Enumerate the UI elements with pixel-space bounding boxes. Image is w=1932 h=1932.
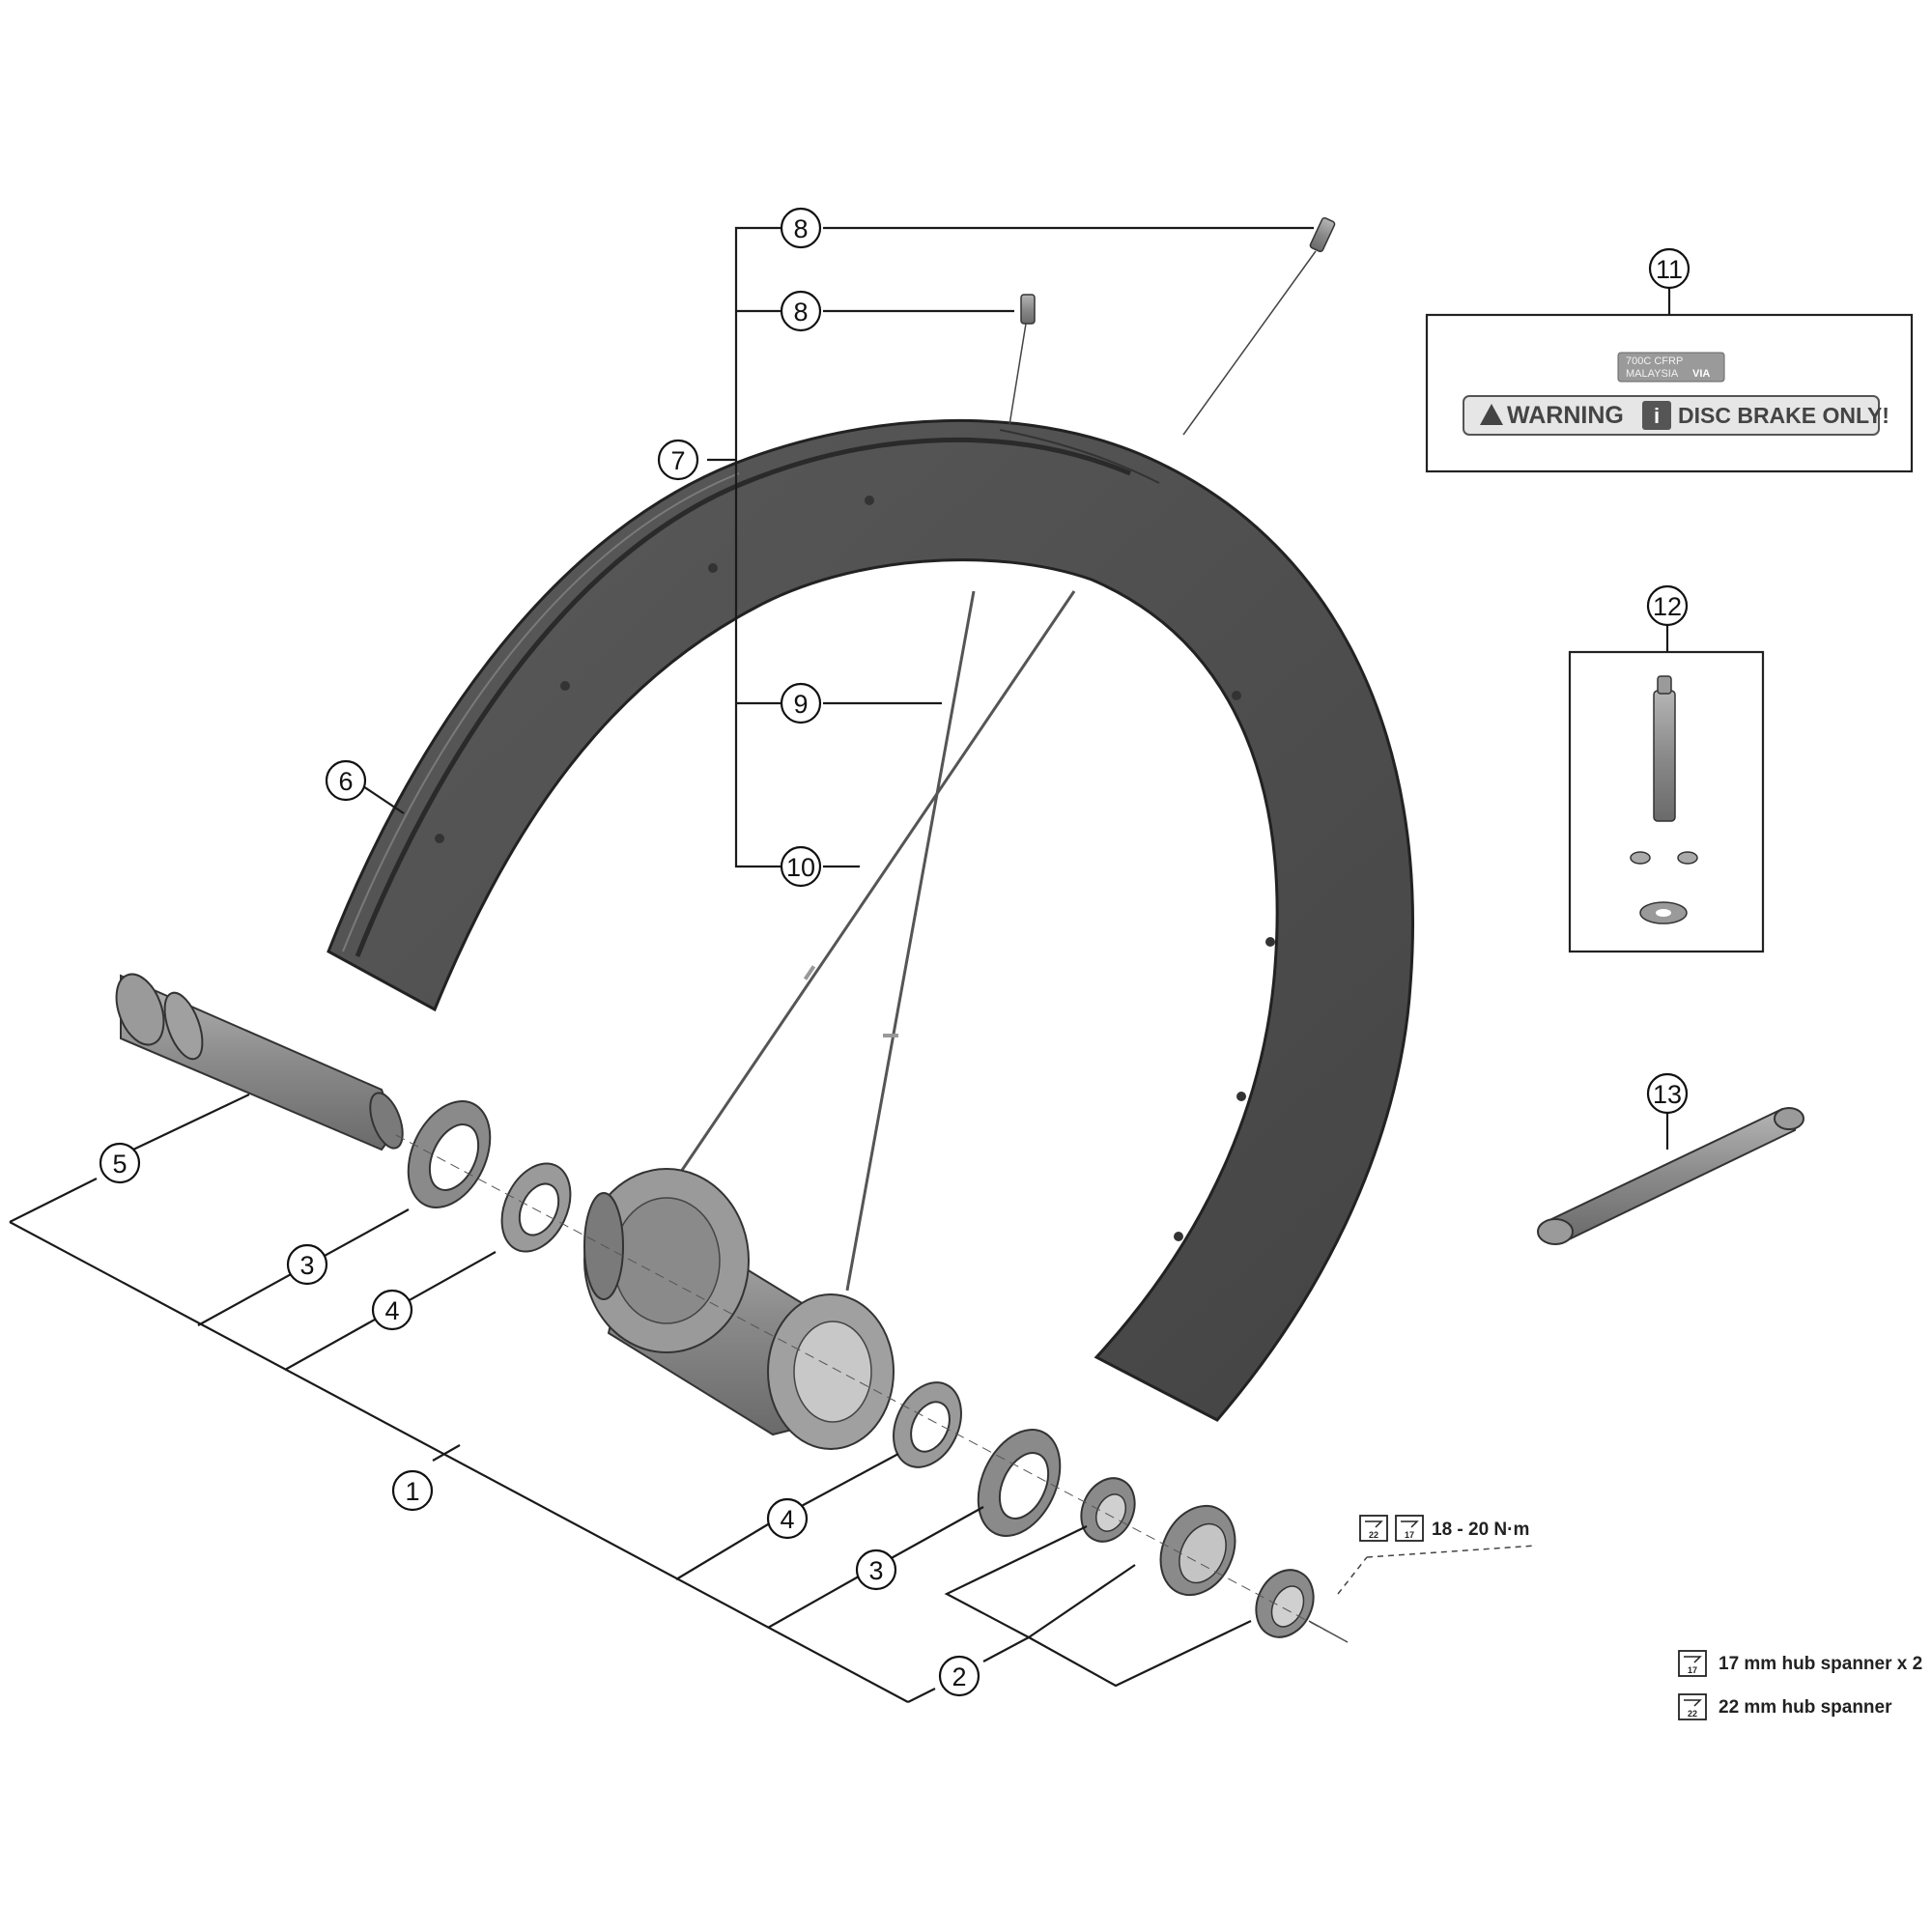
callout-5-label: 5 <box>112 1150 127 1179</box>
callout-9-label: 9 <box>793 690 808 719</box>
callout-12: 12 <box>1646 584 1689 627</box>
callout-4-right-label: 4 <box>780 1505 794 1534</box>
callout-5: 5 <box>99 1142 141 1184</box>
decal-info: i <box>1654 404 1660 428</box>
callout-1-label: 1 <box>405 1477 419 1506</box>
callout-2: 2 <box>938 1655 980 1697</box>
hub-body <box>583 1168 895 1450</box>
legend-item-17mm: 17 17 mm hub spanner x 2 <box>1678 1650 1922 1677</box>
callout-11-label: 11 <box>1656 255 1683 284</box>
callout-3-left-label: 3 <box>299 1251 314 1280</box>
decal-warning: WARNING <box>1507 402 1624 429</box>
callout-12-label: 12 <box>1653 592 1682 621</box>
tool-17-icon: 17 <box>1395 1515 1424 1542</box>
callout-8-mid-label: 8 <box>793 298 808 327</box>
torque-value: 18 - 20 N·m <box>1432 1520 1529 1540</box>
valve-o-ring-right <box>1677 851 1698 865</box>
leader-lines <box>9 226 1671 1703</box>
callout-10: 10 <box>780 845 822 888</box>
rim <box>327 418 1414 1422</box>
decal-line-2: MALAYSIA <box>1626 368 1679 380</box>
tool-legend: 17 17 mm hub spanner x 2 22 22 mm hub sp… <box>1678 1650 1922 1720</box>
callout-1: 1 <box>391 1469 434 1512</box>
callout-11: 11 <box>1648 247 1690 290</box>
callout-3-right-label: 3 <box>868 1556 883 1585</box>
callout-8-top: 8 <box>780 207 822 249</box>
bearing-left <box>500 1162 572 1253</box>
end-cap-a <box>1080 1477 1136 1543</box>
rim-spoke-holes <box>435 496 1275 1241</box>
torque-tool-a: 22 <box>1369 1530 1378 1540</box>
hub-spanner-22-icon <box>1678 1693 1707 1720</box>
legend-tool-17: 17 <box>1688 1665 1697 1675</box>
callout-8-top-label: 8 <box>793 214 808 243</box>
torque-spec: 22 17 18 - 20 N·m <box>1359 1515 1529 1542</box>
legend-label-17: 17 mm hub spanner x 2 <box>1719 1654 1922 1674</box>
legend-item-22mm: 22 22 mm hub spanner <box>1678 1693 1892 1720</box>
legend-label-22: 22 mm hub spanner <box>1719 1697 1892 1718</box>
callout-3-right: 3 <box>855 1548 897 1591</box>
axle <box>115 973 404 1151</box>
decal-brand: VIA <box>1692 368 1710 380</box>
callout-6: 6 <box>325 759 367 802</box>
callout-3-left: 3 <box>286 1243 328 1286</box>
dust-cap-left <box>407 1100 492 1208</box>
tool-22-icon: 22 <box>1359 1515 1388 1542</box>
callout-8-mid: 8 <box>780 290 822 332</box>
callout-4-left-label: 4 <box>384 1296 399 1325</box>
callout-13: 13 <box>1646 1072 1689 1115</box>
end-cap-c <box>1255 1569 1315 1638</box>
callout-10-label: 10 <box>786 853 815 882</box>
callout-13-label: 13 <box>1653 1080 1682 1109</box>
spoke-wrench <box>1537 1107 1804 1245</box>
end-cap-b <box>1159 1504 1236 1597</box>
callout-4-left: 4 <box>371 1289 413 1331</box>
legend-tool-22: 22 <box>1688 1709 1697 1719</box>
dust-cap-right <box>977 1429 1062 1537</box>
callout-6-label: 6 <box>338 767 353 796</box>
hub-spanner-17-icon <box>1678 1650 1707 1677</box>
warning-triangle-icon <box>1480 404 1503 425</box>
callout-2-label: 2 <box>952 1662 966 1691</box>
decal-disc: DISC BRAKE ONLY! <box>1678 403 1889 428</box>
callout-7-label: 7 <box>670 446 685 475</box>
decal-box: 700C CFRP MALAYSIA VIA WARNING i DISC BR… <box>1425 313 1914 473</box>
callout-9: 9 <box>780 682 822 724</box>
valve-box <box>1568 650 1765 953</box>
callout-4-right: 4 <box>766 1497 809 1540</box>
valve-o-ring-left <box>1630 851 1651 865</box>
valve-stem <box>1653 675 1676 822</box>
bearing-right <box>893 1381 962 1468</box>
callout-7: 7 <box>657 439 699 481</box>
spoke-nipple-mid <box>1009 294 1036 426</box>
torque-tool-b: 17 <box>1405 1530 1414 1540</box>
spoke-nipple-top <box>1182 216 1336 436</box>
decal-line-1: 700C CFRP <box>1626 355 1683 367</box>
info-icon <box>1642 401 1671 430</box>
